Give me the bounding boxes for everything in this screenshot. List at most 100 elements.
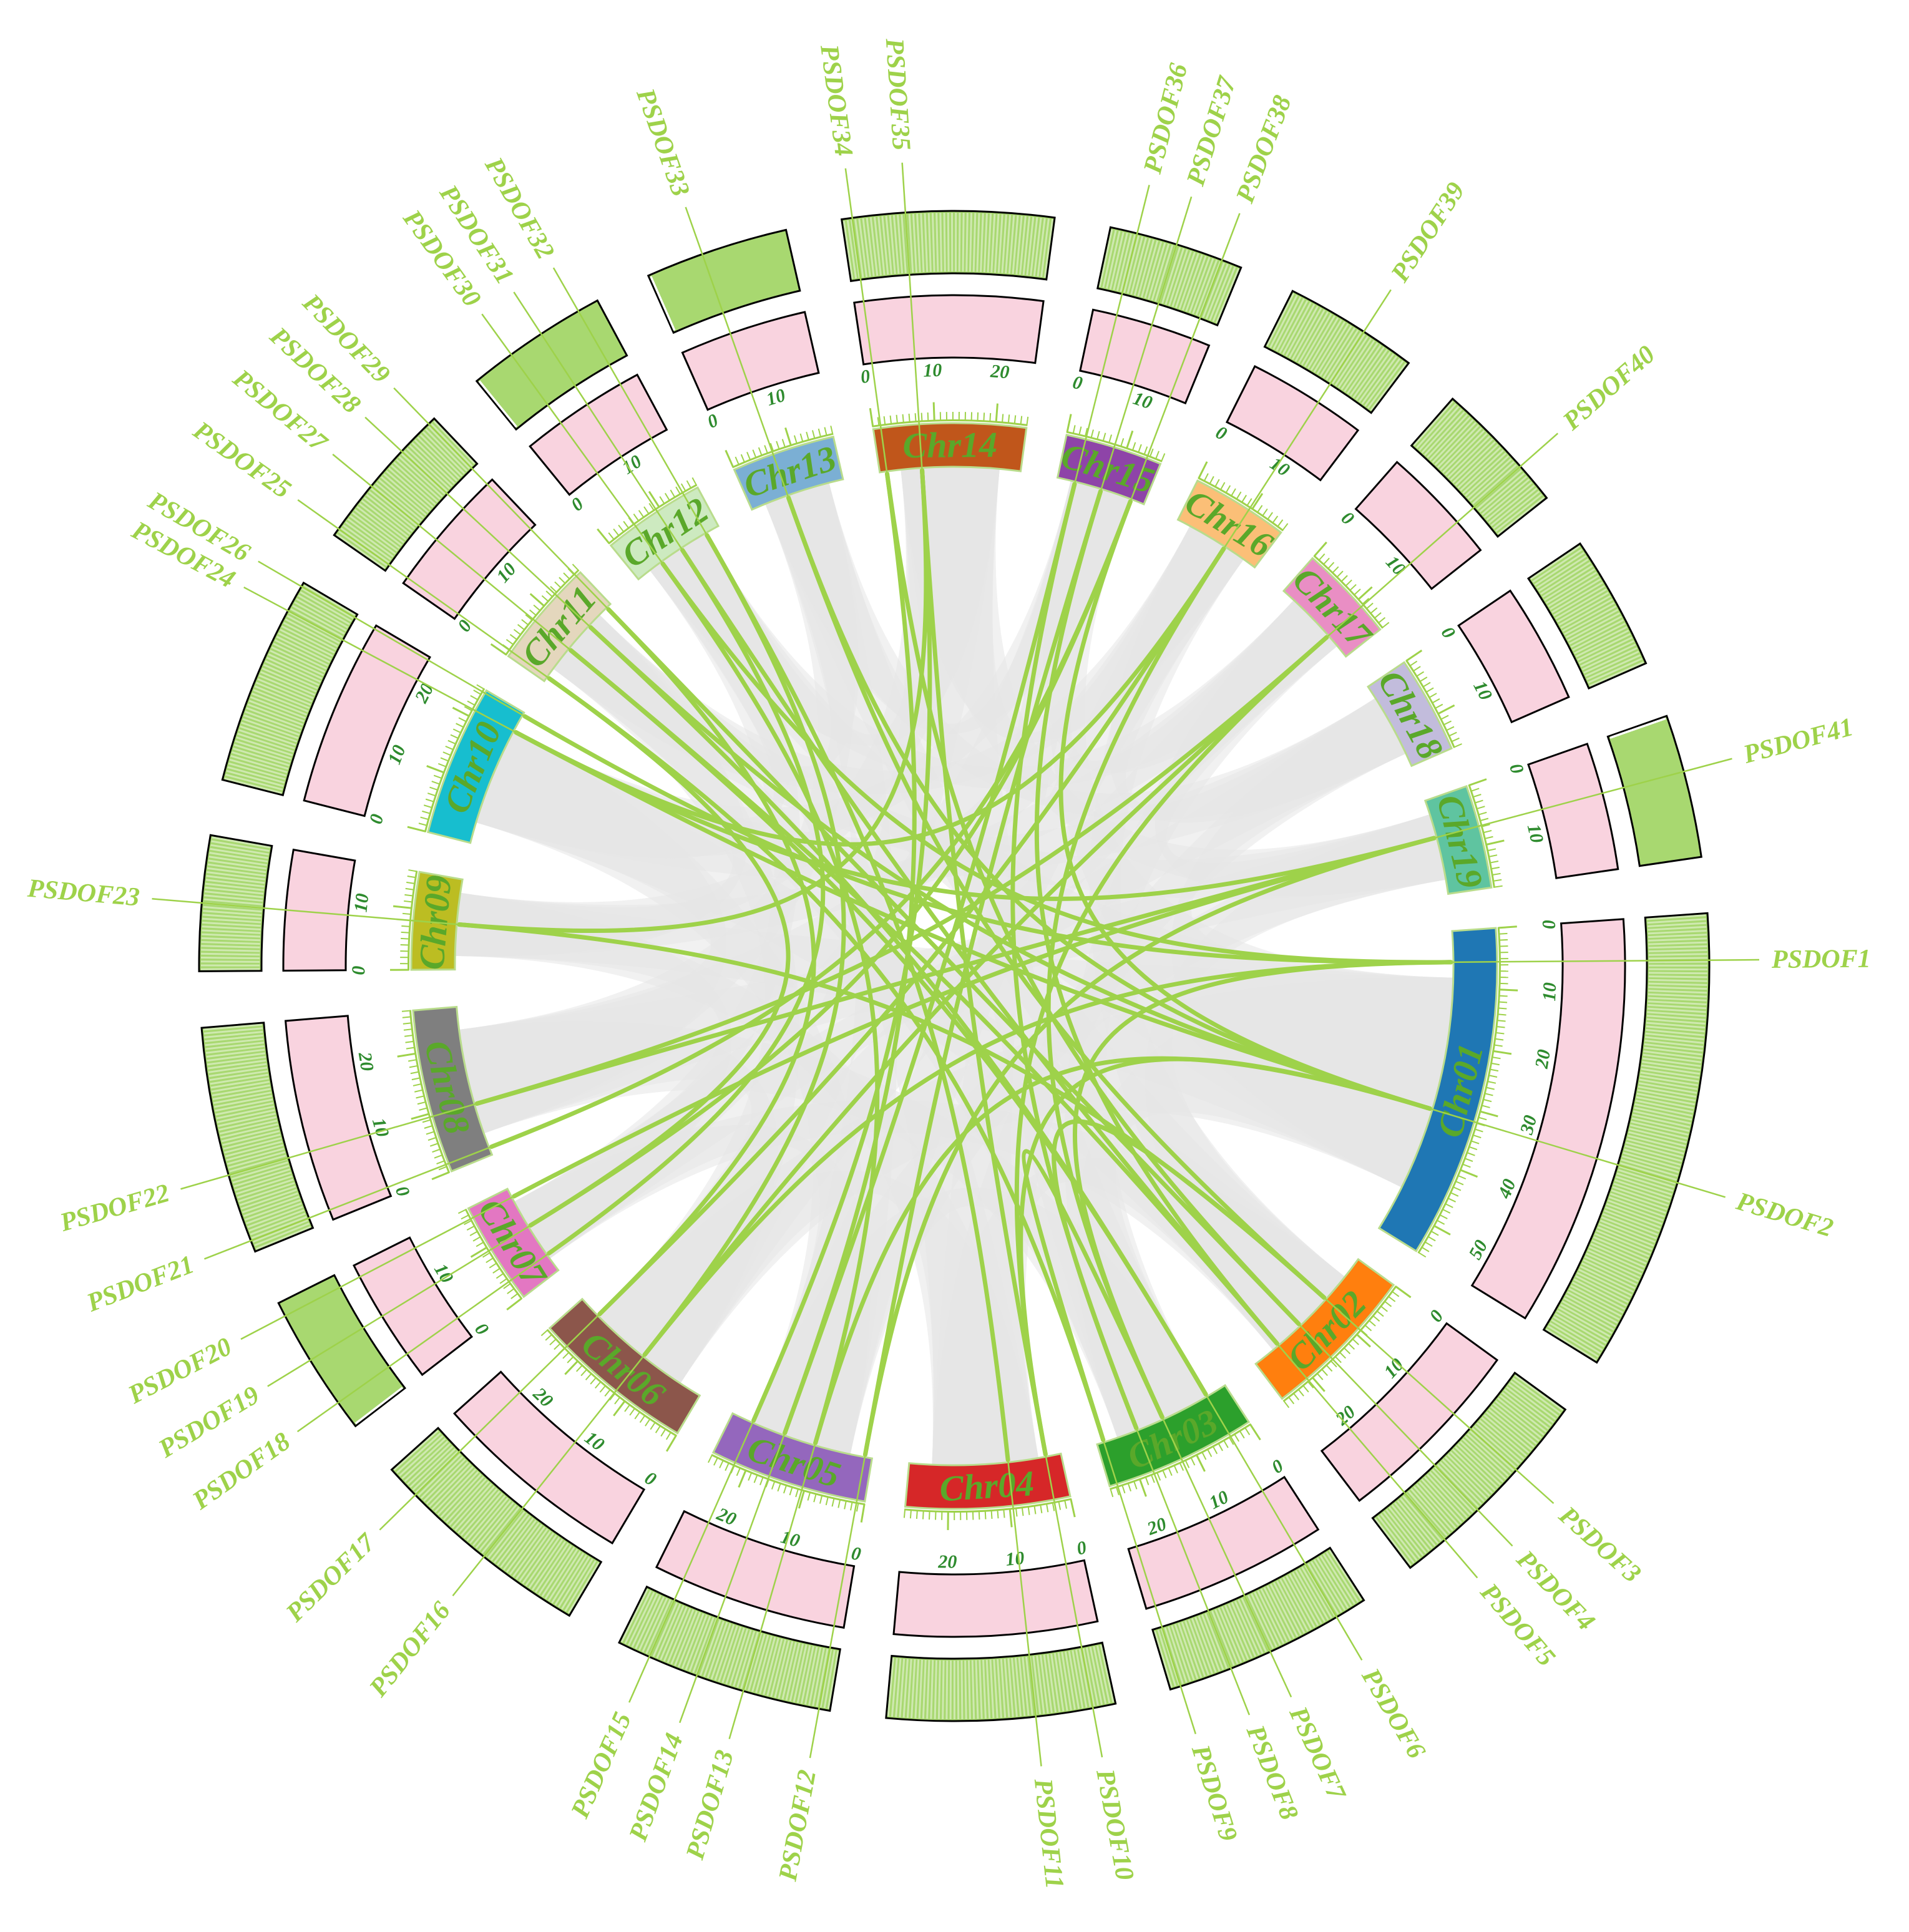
tick-mark [1230, 488, 1236, 497]
gene-stripe [1209, 265, 1233, 321]
tick-mark [492, 1267, 501, 1274]
gene-stripe [1423, 1476, 1465, 1521]
tick-mark [1368, 1320, 1376, 1327]
gene-stripe [434, 1468, 477, 1513]
gene-stripe [1457, 446, 1501, 489]
gene-stripe [1269, 295, 1298, 348]
gene-stripe [881, 216, 889, 275]
tick-mark [413, 1083, 422, 1086]
gene-stripe [1648, 934, 1707, 939]
gene-stripe [355, 1387, 403, 1425]
gene-stripe [700, 1619, 721, 1676]
gene-stripe [650, 276, 676, 331]
tick-mark [997, 1510, 999, 1519]
gene-stripe [506, 1524, 543, 1573]
gene-stripe [1228, 1603, 1253, 1659]
gene-stripe [685, 1614, 708, 1671]
tick-mark [545, 590, 554, 598]
gene-stripe [650, 276, 676, 331]
gene-pair-link [514, 546, 1226, 847]
gene-stripe [1648, 990, 1707, 994]
gene-stripe [1569, 615, 1622, 645]
gene-stripe [478, 381, 517, 427]
gene-stripe [990, 213, 996, 273]
gene-stripe [939, 213, 943, 272]
gene-stripe [222, 1130, 280, 1146]
gene-stripe [1455, 444, 1499, 486]
gene-stripe [1575, 629, 1629, 658]
tick-mark [1493, 1050, 1512, 1055]
tick-mark [1468, 1146, 1478, 1151]
tick-mark [1490, 1062, 1500, 1066]
gene-stripe [1462, 1438, 1506, 1480]
gene-stripe [1068, 1651, 1080, 1709]
tick-mark [1443, 720, 1452, 726]
gene-stripe [789, 1643, 804, 1702]
gene-stripe [338, 530, 388, 567]
gene-stripe [958, 213, 961, 272]
gene-stripe [1313, 1559, 1346, 1611]
gene-stripe [1626, 1141, 1683, 1159]
tick-mark [609, 1393, 616, 1401]
gene-stripe [355, 1387, 403, 1425]
gene-stripe [203, 1023, 263, 1031]
tick-mark [1455, 1180, 1464, 1186]
gene-stripe [202, 921, 261, 927]
gene-stripe [355, 1387, 403, 1425]
tick-mark [563, 572, 570, 580]
gene-stripe [1214, 1609, 1239, 1664]
tick-mark [807, 1491, 811, 1501]
tick-mark [422, 810, 431, 814]
gene-stripe [202, 914, 261, 920]
gene-stripe [1181, 254, 1203, 311]
tick-mark [1052, 1502, 1055, 1511]
gene-stripe [478, 381, 517, 427]
gene-stripe [419, 434, 463, 477]
gene-leader-line [552, 267, 707, 535]
gene-stripe [930, 1660, 934, 1719]
gene-stripe [1349, 346, 1385, 396]
gene-stripe [515, 1530, 552, 1580]
tick-mark [664, 492, 670, 501]
gene-stripe [1609, 717, 1666, 739]
tick-mark [470, 695, 479, 701]
density-track [1470, 918, 1626, 1320]
tick-mark [407, 826, 426, 832]
tick-mark [748, 1472, 753, 1481]
tick-mark [401, 931, 410, 934]
gene-stripe [1630, 1124, 1688, 1139]
gene-stripe [1329, 331, 1362, 383]
gene-leader-line [240, 1196, 514, 1340]
gene-stripe [1609, 717, 1666, 739]
gene-stripe [1609, 717, 1666, 739]
tick-mark [1162, 1470, 1167, 1478]
gene-stripe [1472, 1427, 1517, 1468]
tick-mark [410, 1071, 419, 1075]
tick-mark [777, 1483, 781, 1492]
tick-mark [1206, 1448, 1213, 1457]
density-track [1457, 589, 1570, 724]
gene-stripe [266, 656, 321, 683]
gene-stripe [645, 1599, 671, 1654]
density-track [402, 478, 537, 620]
gene-stripe [897, 215, 904, 274]
gene-stripe [957, 1660, 960, 1719]
gene-stripe [1301, 313, 1332, 366]
tick-mark [585, 1373, 592, 1380]
tick-label: 0 [850, 1543, 862, 1564]
tick-mark [1481, 1105, 1490, 1108]
tick-mark [1228, 1437, 1234, 1445]
gene-stripe [1304, 315, 1335, 368]
gene-stripe [1611, 1189, 1667, 1211]
tick-mark [1480, 817, 1489, 822]
gene-leader-line [901, 162, 923, 469]
gene-leader-line [364, 416, 590, 627]
gene-leader-line [1161, 1418, 1292, 1698]
gene-stripe [1224, 1605, 1249, 1660]
gene-stripe [256, 681, 311, 706]
gene-stripe [1188, 256, 1211, 313]
tick-mark [1498, 925, 1517, 929]
tick-mark [922, 1510, 924, 1520]
gene-stripe [292, 605, 345, 635]
gene-stripe [254, 1222, 310, 1247]
